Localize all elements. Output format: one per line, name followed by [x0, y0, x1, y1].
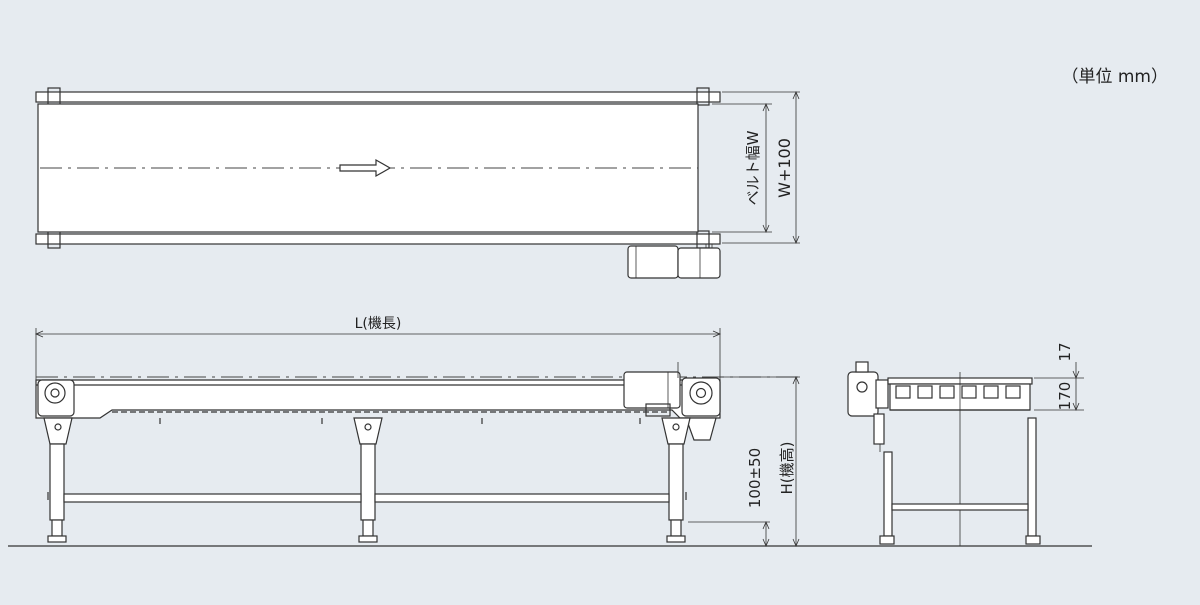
- end-dim-frame: 170: [1056, 382, 1074, 411]
- leg-middle: [353, 417, 383, 543]
- overall-width-label: W+100: [775, 138, 794, 198]
- top-view: ベルト幅W W+100: [35, 87, 800, 279]
- leg-right: [661, 417, 691, 543]
- belt-width-label: ベルト幅W: [744, 130, 762, 205]
- height-label: H(機高): [778, 442, 796, 495]
- length-label: L(機長): [355, 316, 402, 332]
- adjust-range-label: 100±50: [746, 448, 764, 508]
- end-rollers: [895, 385, 1021, 399]
- unit-label: （単位 mm）: [1061, 67, 1168, 87]
- side-view: L(機長): [8, 316, 1092, 548]
- end-dim-top: 17: [1056, 342, 1074, 361]
- drive-motor: [627, 244, 721, 279]
- leg-left: [43, 417, 73, 543]
- end-view: 17 170: [847, 342, 1084, 546]
- direction-arrow-icon: [339, 158, 392, 178]
